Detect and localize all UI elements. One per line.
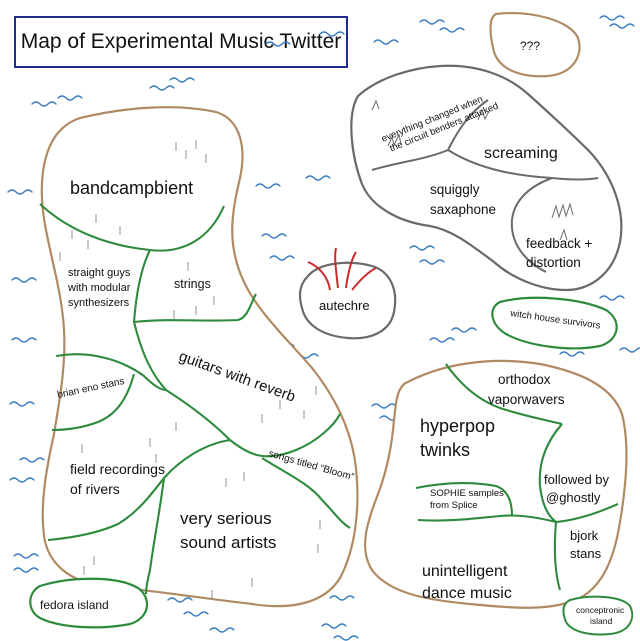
- strings-label: strings: [174, 277, 211, 291]
- wave-mark: [255, 183, 281, 189]
- border-guitars-south: [165, 389, 341, 458]
- border-eno-north: [55, 353, 167, 392]
- wave-mark: [319, 31, 345, 37]
- wave-mark: [7, 189, 33, 195]
- wave-mark: [559, 351, 585, 357]
- border-sophie-north: [415, 482, 514, 517]
- south-continent[interactable]: [364, 359, 628, 609]
- wave-mark: [609, 23, 635, 29]
- mystery-island[interactable]: [489, 12, 581, 78]
- autechre-label: autechre: [319, 298, 370, 313]
- wave-mark: [429, 337, 455, 343]
- wave-mark: [149, 85, 175, 91]
- wave-mark: [9, 477, 35, 483]
- feedback-distortion-label: feedback + distortion: [526, 236, 596, 270]
- tick-texture: [59, 140, 321, 599]
- water-waves: [7, 15, 640, 641]
- wave-mark: [599, 15, 625, 21]
- map-title: Map of Experimental Music Twitter: [14, 16, 348, 68]
- wave-mark: [265, 41, 291, 47]
- border-field-west: [47, 438, 231, 542]
- wave-mark: [11, 337, 37, 343]
- wave-mark: [261, 233, 287, 239]
- wave-mark: [451, 327, 477, 333]
- noise-island-divider-2: [447, 149, 599, 181]
- border-sophie-south: [417, 514, 557, 524]
- witch-house-island[interactable]: [491, 296, 618, 350]
- south-continent-borders: [415, 363, 619, 591]
- wave-mark: [373, 39, 399, 45]
- wave-mark: [167, 597, 193, 603]
- idm-label: unintelligent dance music: [422, 563, 512, 602]
- wave-mark: [619, 347, 640, 353]
- border-field-south: [144, 477, 166, 595]
- noise-island-divider-3: [510, 177, 553, 273]
- wave-mark: [419, 19, 445, 25]
- wave-mark: [305, 175, 331, 181]
- hyperpop-label: hyperpop twinks: [420, 416, 500, 460]
- wave-mark: [19, 457, 45, 463]
- sophie-label: SOPHIE samples from Splice: [430, 488, 507, 511]
- orthodox-label: orthodox vaporwavers: [488, 372, 565, 407]
- wave-mark: [329, 595, 355, 601]
- conceptronic-island[interactable]: [562, 595, 634, 636]
- straight-guys-label: straight guys with modular synthesizers: [67, 267, 133, 309]
- wave-mark: [439, 27, 465, 33]
- main-continent-borders: [39, 203, 351, 595]
- wave-mark: [169, 77, 195, 83]
- bandcampbient-label: bandcampbient: [70, 178, 193, 198]
- bjork-label: bjork stans: [570, 528, 602, 561]
- main-continent[interactable]: [40, 106, 359, 608]
- autechre-red-marks: [307, 247, 377, 291]
- border-eno-south: [51, 373, 136, 432]
- border-orthodox: [445, 363, 563, 426]
- wave-mark: [9, 401, 35, 407]
- wave-mark: [333, 635, 359, 641]
- wave-mark: [13, 553, 39, 559]
- squiggly-saxaphone-label: squiggly saxaphone: [430, 182, 496, 217]
- border-followed-south: [555, 503, 619, 524]
- wave-mark: [57, 95, 83, 101]
- wave-mark: [599, 295, 625, 301]
- wave-mark: [13, 567, 39, 573]
- field-recordings-label: field recordings of rivers: [70, 461, 169, 497]
- border-bloom: [261, 457, 351, 529]
- wave-mark: [419, 259, 445, 265]
- screaming-label: screaming: [484, 145, 558, 162]
- autechre-island[interactable]: [298, 261, 397, 340]
- map-title-text: Map of Experimental Music Twitter: [20, 30, 342, 53]
- border-bjork-west: [553, 521, 562, 591]
- wave-mark: [371, 403, 397, 409]
- wave-mark: [321, 623, 347, 629]
- wave-mark: [209, 627, 235, 633]
- border-guitars-west: [132, 321, 167, 391]
- noise-island[interactable]: [350, 64, 623, 292]
- border-strings-south: [133, 293, 257, 324]
- wave-mark: [409, 245, 435, 251]
- border-strings-west: [132, 249, 151, 323]
- spike-glyph: [371, 99, 574, 241]
- fedora-label: fedora island: [40, 598, 109, 612]
- serious-artists-label: very serious sound artists: [180, 509, 276, 552]
- mystery-island-label: ???: [520, 39, 540, 53]
- wave-mark: [183, 611, 209, 617]
- border-followed-west: [538, 423, 563, 523]
- wave-mark: [31, 101, 57, 107]
- wave-mark: [11, 277, 37, 283]
- fedora-island[interactable]: [29, 577, 148, 629]
- conceptronic-label: conceptronic island: [576, 605, 627, 626]
- wave-mark: [269, 255, 295, 261]
- followed-label: followed by @ghostly: [544, 472, 613, 505]
